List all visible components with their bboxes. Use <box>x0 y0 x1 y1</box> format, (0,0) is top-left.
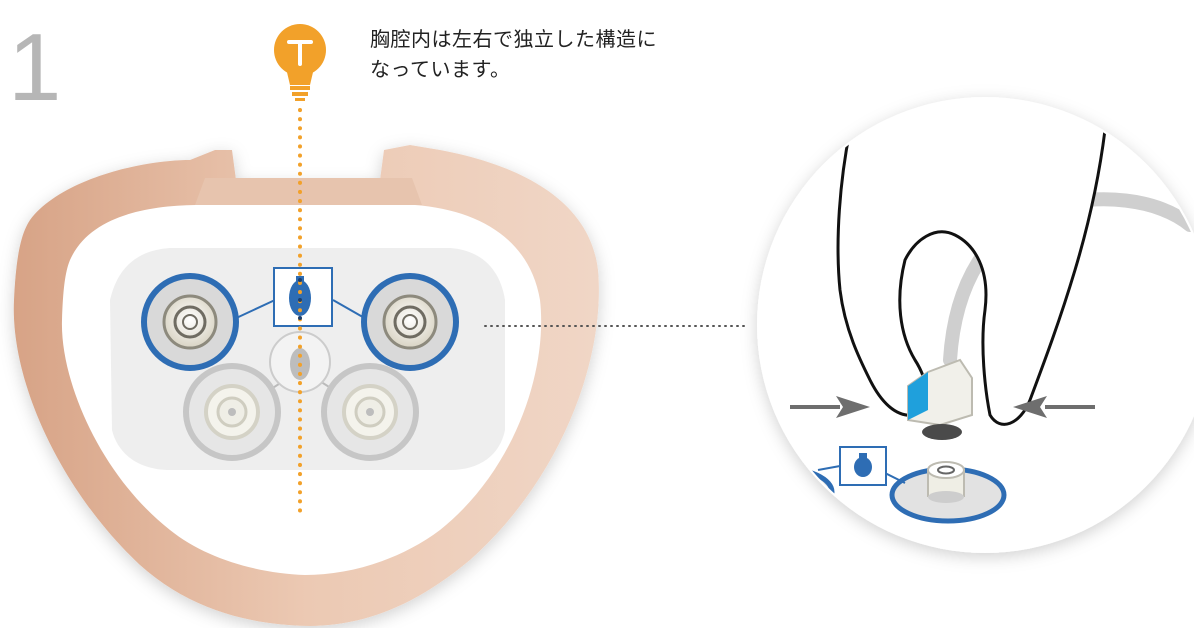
lightbulb-icon <box>274 24 326 101</box>
step-number: 1 <box>8 14 62 121</box>
lung-port-back-left <box>183 363 281 461</box>
arrow-icon-left <box>790 396 870 418</box>
connector-head <box>907 358 973 440</box>
caption-line-2: なっています。 <box>370 57 511 81</box>
valve-guide-dots <box>298 278 302 320</box>
caption-line-1: 胸腔内は左右で独立した構造に <box>370 27 657 51</box>
hint-caption: 胸腔内は左右で独立した構造に なっています。 <box>370 24 657 84</box>
zoom-detail <box>757 97 1194 553</box>
lung-port-back-right <box>321 363 419 461</box>
valve-front <box>273 267 333 327</box>
thorax-model <box>13 145 599 626</box>
zoom-valve-box <box>839 446 887 486</box>
thorax-notch <box>195 178 422 205</box>
arrow-icon-right <box>1013 396 1095 418</box>
hand-icon <box>836 129 1107 426</box>
lung-port-front-left <box>141 273 239 371</box>
lung-port-front-right <box>361 273 459 371</box>
